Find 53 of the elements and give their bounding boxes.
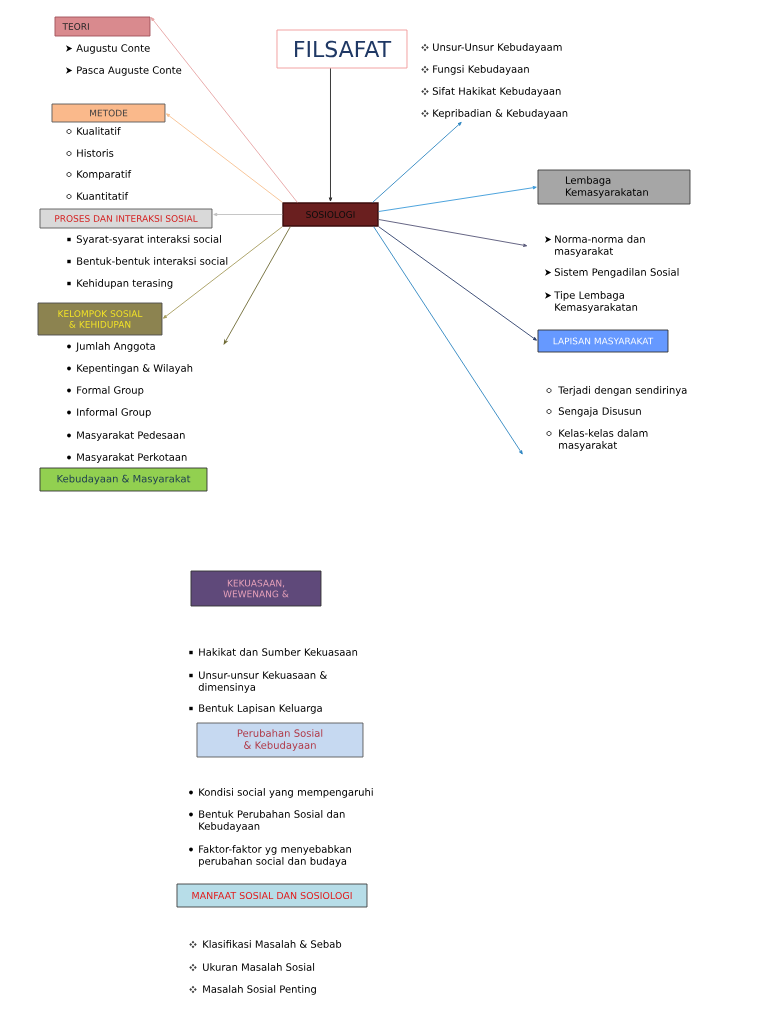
arrow <box>213 212 283 217</box>
list-item: Kualitatif <box>77 127 121 135</box>
list-item: Jumlah Anggota <box>75 342 155 352</box>
arrow <box>373 226 523 455</box>
topic-box: Perubahan Sosial & Kebudayaan <box>196 722 364 758</box>
list-item: Bentuk Lapisan Keluarga <box>199 704 322 714</box>
list-item: Sistem Pengadilan Sosial <box>554 268 679 278</box>
topic-box: MANFAAT SOSIAL DAN SOSIOLOGI <box>176 883 368 908</box>
list-item: Kondisi social yang mempengaruhi <box>199 788 373 798</box>
list-item: Kepentingan & Wilayah <box>77 364 193 374</box>
central-topic-box: SOSIOLOGI <box>282 202 379 227</box>
arrow <box>378 219 528 247</box>
topic-box: Kebudayaan & Masyarakat <box>39 467 208 492</box>
list-item: Pasca Auguste Conte <box>77 66 182 76</box>
list-item: Historis <box>77 149 114 157</box>
list-item: Terjadi dengan sendirinya <box>558 386 687 396</box>
topic-box: Lembaga Kemasyarakatan <box>537 169 691 205</box>
arrow <box>166 113 283 203</box>
topic-box: TEORI <box>54 16 151 37</box>
topic-box: KELOMPOK SOSIAL & KEHIDUPAN <box>37 302 163 336</box>
list-item: Komparatif <box>77 170 132 180</box>
list-item: Bentuk Perubahan Sosial dan Kebudayaan <box>199 810 345 832</box>
list-item: Hakikat dan Sumber Kekuasaan <box>199 648 358 656</box>
list-item: Kehidupan terasing <box>77 279 173 289</box>
list-item: Unsur-unsur Kekuasaan & dimensinya <box>198 671 327 693</box>
list-item: Kuantitatif <box>77 192 129 200</box>
arrow <box>223 226 291 345</box>
list-item: Masyarakat Pedesaan <box>77 431 185 441</box>
list-item: Syarat-syarat interaksi social <box>76 235 221 245</box>
topic-box: PROSES DAN INTERAKSI SOSIAL <box>39 208 213 229</box>
list-item: Klasifikasi Masalah & Sebab <box>203 940 342 948</box>
arrow <box>163 226 283 319</box>
topic-box: LAPISAN MASYARAKAT <box>537 329 669 353</box>
arrow <box>378 226 537 341</box>
list-item: Ukuran Masalah Sosial <box>203 963 315 971</box>
list-item: Kelas-kelas dalam masyarakat <box>559 429 648 451</box>
list-item: Augustu Conte <box>76 44 150 54</box>
topic-box: FILSAFAT <box>276 29 408 69</box>
arrow <box>150 17 298 203</box>
arrow <box>328 68 333 202</box>
list-item: Sengaja Disusun <box>558 407 641 417</box>
arrow <box>372 121 462 203</box>
list-item: Norma-norma dan masyarakat <box>555 235 645 257</box>
list-item: Bentuk-bentuk interaksi social <box>77 257 228 265</box>
list-item: Formal Group <box>77 386 144 396</box>
list-item: Tipe Lembaga Kemasyarakatan <box>554 291 638 313</box>
topic-box: KEKUASAAN, WEWENANG & <box>190 570 322 607</box>
bullet-list: Unsur-Unsur Kebudayaam Fungsi Kebudayaan Sifat Hakikat Kebudayaan Kepribadian & Kebudayaan <box>432 43 568 119</box>
list-item: Faktor-faktor yg menyebabkan perubahan social dan budaya <box>199 845 351 867</box>
list-item: Informal Group <box>77 408 151 418</box>
topic-box: METODE <box>51 103 166 123</box>
arrow <box>378 186 537 212</box>
list-item: Masalah Sosial Penting <box>203 985 316 995</box>
